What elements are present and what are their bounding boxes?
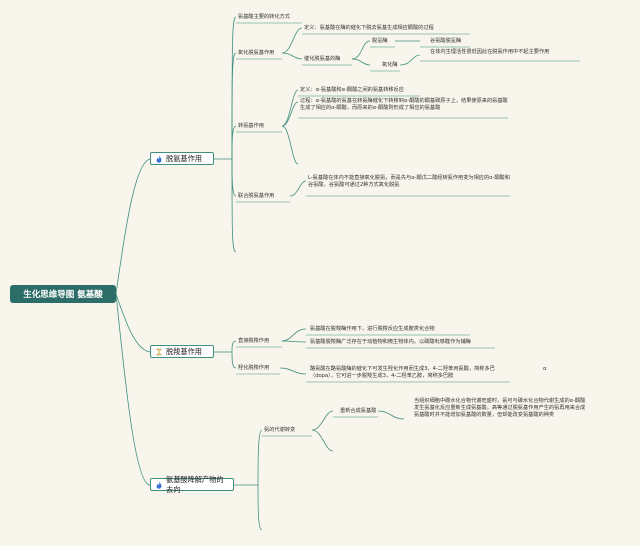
branch-fate[interactable]: 氨基酸降解产物的去向: [150, 475, 234, 494]
branch-deamination[interactable]: 脱氨基作用: [150, 152, 214, 165]
dehydrogenase-node[interactable]: 脱氢酶: [372, 38, 388, 44]
hourglass-icon: [156, 348, 162, 355]
branch-decarboxylation[interactable]: 脱羧基作用: [150, 345, 214, 358]
combined-deamination-node[interactable]: 联合脱氨基作用: [238, 193, 275, 199]
branch-decarboxylation-label: 脱羧基作用: [166, 346, 202, 356]
glu-dehydrogenase-label: 谷氨酸脱氢酶: [430, 38, 462, 44]
direct-decarboxylation-text1: 氨基酸在脱羧酶作用下，进行脱羧反应生成胺类化合物: [310, 326, 435, 332]
alpha-note: α: [543, 366, 547, 372]
branch-deamination-label: 脱氨基作用: [166, 153, 202, 163]
oxidase-node[interactable]: 氧化酶: [382, 62, 398, 68]
flame-icon: [156, 154, 162, 163]
ammonia-metabolism-node[interactable]: 氨的代谢转变: [264, 427, 296, 433]
oxidase-note: 在体内生理活性很低因此在脱氨作用中不起主要作用: [430, 49, 550, 55]
flame-icon: [156, 480, 162, 489]
main-ways-label: 氨基酸主要的转化方式: [238, 14, 290, 20]
root-label: 生化思维导图 氨基酸: [23, 290, 103, 300]
hydroxylation-decarboxylation-text: 酪氨酸在酪氨酸酶的催化下可发生羟化作用而生成3，4-二羟苯丙氨酸，简称多巴（do…: [310, 366, 495, 380]
transamination-node[interactable]: 转氨基作用: [238, 123, 264, 129]
transamination-definition: 定义：α-氨基酸和α-酮酸之间的氨基转移反应: [300, 87, 404, 93]
root-node[interactable]: 生化思维导图 氨基酸: [10, 285, 116, 303]
branch-fate-label: 氨基酸降解产物的去向: [166, 474, 224, 494]
hydroxylation-decarboxylation-node[interactable]: 羟化脱羧作用: [238, 365, 270, 371]
oxidative-definition: 定义：氨基酸在酶的催化下脱去氨基生成相应酮酸的过程: [304, 25, 434, 31]
direct-decarboxylation-text2: 氨基酸脱羧酶广泛存在于动植物和微生物体内，以磷酸吡哆醛作为辅酶: [310, 339, 471, 345]
resynthesis-node[interactable]: 重新合成氨基酸: [340, 408, 377, 414]
oxidative-deamination-node[interactable]: 氧化脱氨基作用: [238, 50, 275, 56]
direct-decarboxylation-node[interactable]: 直接脱羧作用: [238, 338, 270, 344]
resynthesis-text: 当组织细胞中碳水化合物代谢旺盛时，氨可与碳水化合物代谢生成的α-酮酸发生氨基化反…: [414, 398, 586, 419]
transamination-process: 过程：α-氨基酸的氨基在转氨酶催化下转移到α-酮酸的酮基碳原子上，结果使原来的氨…: [300, 98, 508, 112]
enzymes-node[interactable]: 催化脱氨基的酶: [304, 56, 341, 62]
combined-deamination-text: L-氨基酸在体内不能直接氧化脱氨，而是先与α-酮戊二酸经转氨作用变为相应的α-酮…: [308, 175, 511, 189]
